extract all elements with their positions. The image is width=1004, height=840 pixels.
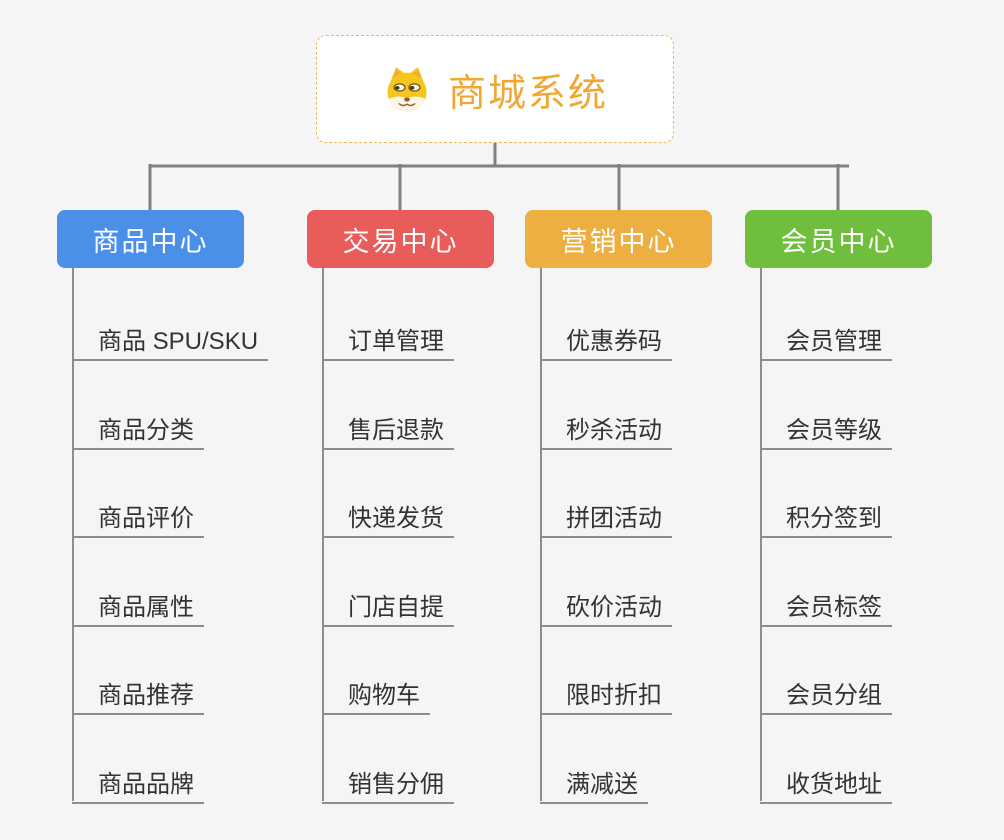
branch-group-3: 会员中心会员管理会员等级积分签到会员标签会员分组收货地址 (745, 210, 932, 804)
child-node[interactable]: 会员标签 (760, 586, 892, 627)
child-node[interactable]: 会员分组 (760, 674, 892, 715)
child-node[interactable]: 砍价活动 (540, 586, 672, 627)
child-node[interactable]: 商品 SPU/SKU (72, 320, 269, 361)
child-node[interactable]: 限时折扣 (540, 674, 672, 715)
root-title: 商城系统 (447, 72, 608, 115)
child-node[interactable]: 会员管理 (760, 320, 892, 361)
child-node[interactable]: 快递发货 (322, 497, 454, 538)
child-node[interactable]: 订单管理 (322, 320, 454, 361)
branch-connector-line (72, 268, 74, 801)
branch-connector-line (322, 268, 324, 801)
branch-group-2: 营销中心优惠券码秒杀活动拼团活动砍价活动限时折扣满减送 (525, 210, 712, 804)
child-node[interactable]: 商品属性 (72, 586, 204, 627)
child-node[interactable]: 购物车 (322, 674, 430, 715)
child-node[interactable]: 收货地址 (760, 763, 892, 804)
branch-connector-line (760, 268, 762, 801)
child-node[interactable]: 商品评价 (72, 497, 204, 538)
child-node[interactable]: 满减送 (540, 763, 648, 804)
branch-group-1: 交易中心订单管理售后退款快递发货门店自提购物车销售分佣 (307, 210, 494, 804)
branch-node-3[interactable]: 会员中心 (745, 210, 932, 268)
child-node[interactable]: 商品推荐 (72, 674, 204, 715)
branch-group-0: 商品中心商品 SPU/SKU 商品分类商品评价商品属性商品推荐商品品牌 (57, 210, 269, 804)
branch-connector-line (540, 268, 542, 801)
child-node[interactable]: 销售分佣 (322, 763, 454, 804)
branch-node-0[interactable]: 商品中心 (57, 210, 244, 268)
child-node[interactable]: 秒杀活动 (540, 409, 672, 450)
child-node[interactable]: 优惠券码 (540, 320, 672, 361)
branch-node-1[interactable]: 交易中心 (307, 210, 494, 268)
child-node[interactable]: 会员等级 (760, 409, 892, 450)
doge-icon (387, 67, 427, 112)
child-node[interactable]: 拼团活动 (540, 497, 672, 538)
child-node[interactable]: 商品分类 (72, 409, 204, 450)
branch-node-2[interactable]: 营销中心 (525, 210, 712, 268)
child-node[interactable]: 商品品牌 (72, 763, 204, 804)
child-node[interactable]: 售后退款 (322, 409, 454, 450)
child-node[interactable]: 门店自提 (322, 586, 454, 627)
root-node[interactable]: 商城系统 (316, 35, 674, 143)
child-node[interactable]: 积分签到 (760, 497, 892, 538)
